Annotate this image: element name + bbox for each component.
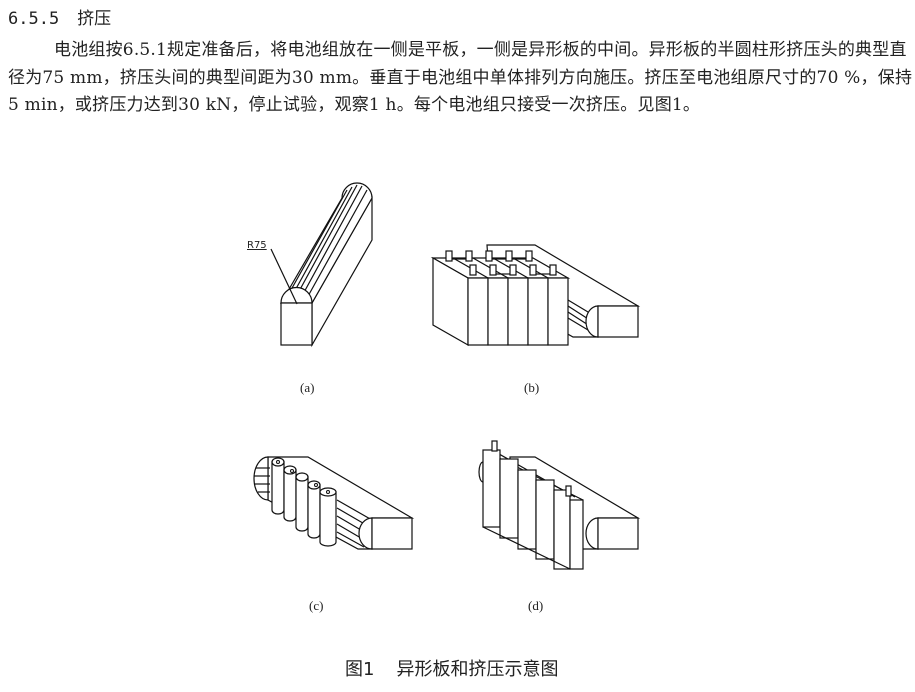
figure-number: 图1 [345,659,375,680]
section-heading: 6.5.5 挤压 [8,4,111,29]
section-title: 挤压 [77,9,112,29]
diagram-a-crush-plate [270,182,373,348]
diagram-b-battery-pack-plate [430,244,641,347]
diagram-c-cylindrical-cells-plate [253,456,415,550]
radius-label: R75 [247,240,267,251]
figure-title-text: 异形板和挤压示意图 [396,659,559,680]
body-paragraph: 电池组按6.5.1规定准备后，将电池组放在一侧是平板，一侧是异形板的中间。异形板… [8,40,913,115]
diagram-d-battery-pack-side-plate [478,440,641,570]
caption-c: (c) [309,598,324,613]
section-number: 6.5.5 [8,9,60,29]
figure-title: 图1 异形板和挤压示意图 [345,655,558,681]
caption-a: (a) [300,380,315,395]
caption-d: (d) [528,598,544,613]
caption-b: (b) [524,380,540,395]
